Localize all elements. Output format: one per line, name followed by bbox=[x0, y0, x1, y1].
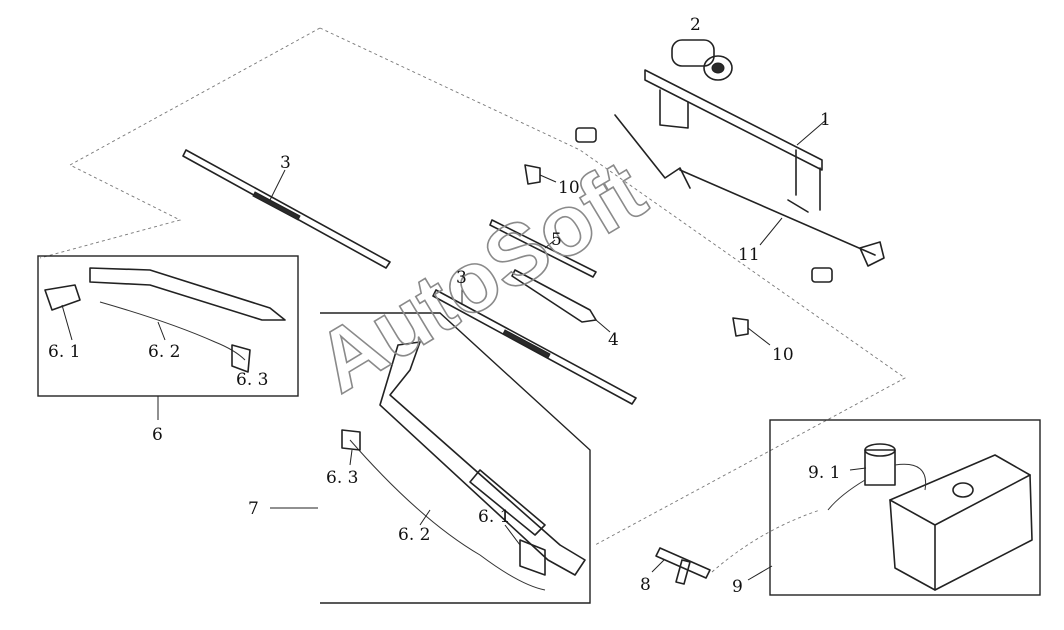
label-6-3-box7: 6. 3 bbox=[326, 468, 358, 488]
label-8: 8 bbox=[640, 575, 651, 595]
washer-tank bbox=[747, 443, 1033, 591]
box-7-wiper-arm-assembly bbox=[341, 341, 586, 591]
pivot-cap-upper bbox=[575, 127, 597, 143]
label-6-1-box6: 6. 1 bbox=[48, 342, 80, 362]
label-6: 6 bbox=[152, 425, 163, 445]
watermark: AutoSoft bbox=[300, 142, 661, 411]
label-10-lower: 10 bbox=[772, 345, 794, 365]
pivot-cap-lower bbox=[811, 267, 833, 283]
label-6-2-box7: 6. 2 bbox=[398, 525, 430, 545]
wiper-blade-3-lower bbox=[432, 288, 637, 405]
box-6-frame bbox=[37, 255, 299, 397]
label-11: 11 bbox=[738, 245, 760, 265]
label-9-1: 9. 1 bbox=[808, 463, 840, 483]
linkage-rod bbox=[614, 114, 885, 267]
label-10-upper: 10 bbox=[558, 178, 580, 198]
mounting-frame bbox=[644, 69, 827, 213]
wiper-blade-5 bbox=[489, 219, 597, 278]
label-2: 2 bbox=[690, 15, 701, 35]
label-1: 1 bbox=[820, 110, 831, 130]
clip-10-upper bbox=[524, 164, 557, 185]
wiper-motor bbox=[671, 39, 733, 81]
label-5: 5 bbox=[551, 230, 562, 250]
label-6-2-box6: 6. 2 bbox=[148, 342, 180, 362]
clip-10-lower bbox=[732, 317, 771, 346]
label-4: 4 bbox=[608, 330, 619, 350]
label-6-1-box7: 6. 1 bbox=[478, 507, 510, 527]
box-7-frame bbox=[320, 312, 591, 604]
label-3-upper: 3 bbox=[280, 153, 291, 173]
box-6-wiper-arm bbox=[44, 267, 286, 373]
windshield-outline bbox=[39, 27, 906, 546]
box-9-frame bbox=[769, 419, 1041, 596]
t-connector bbox=[651, 509, 821, 585]
wiper-arm-4 bbox=[511, 269, 611, 333]
label-3-lower: 3 bbox=[456, 268, 467, 288]
label-6-3-box6: 6. 3 bbox=[236, 370, 268, 390]
label-7: 7 bbox=[248, 499, 259, 519]
wiper-blade-3-upper bbox=[182, 149, 391, 269]
label-9: 9 bbox=[732, 577, 743, 597]
